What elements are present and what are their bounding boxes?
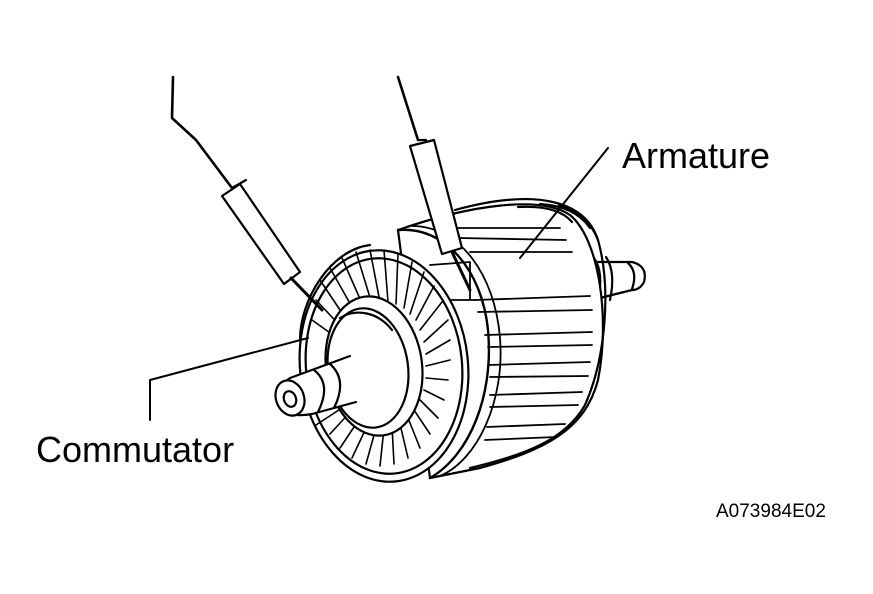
commutator-label: Commutator [36, 429, 235, 470]
commutator [298, 243, 470, 483]
commutator-segments [309, 249, 451, 467]
left-test-probe [170, 75, 324, 312]
left-shaft [274, 354, 358, 417]
armature-leader-line [519, 147, 609, 259]
figure-id: A073984E02 [716, 501, 826, 522]
commutator-leader-line [149, 337, 309, 421]
right-test-probe [396, 75, 472, 292]
armature-label: Armature [622, 135, 771, 176]
